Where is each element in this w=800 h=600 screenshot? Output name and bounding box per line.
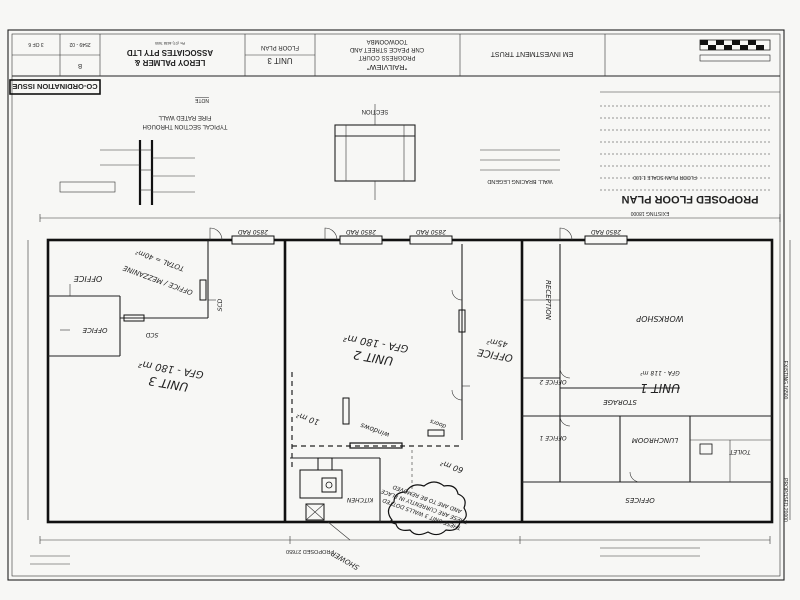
kitchen-label: KITCHEN bbox=[346, 496, 373, 503]
room-label-unit3-office-b: OFFICE bbox=[82, 326, 108, 334]
roller-door-label-2: 2850 RAD bbox=[346, 228, 376, 235]
section-detail bbox=[334, 104, 416, 200]
section-heading: SECTION bbox=[362, 108, 389, 114]
company-phone: Ph: (07) 4638 7655 bbox=[155, 41, 185, 45]
dim-existing-right: EXISTING 16500 bbox=[782, 361, 788, 400]
drawing-title: UNIT 3 bbox=[267, 56, 293, 65]
roller-door-label-1: 2850 RAD bbox=[238, 228, 268, 235]
unit2-office-area: 45m² bbox=[485, 336, 508, 349]
project-corner: CNR PEACE STREET AND bbox=[349, 46, 424, 52]
unit3-name: UNIT 3 bbox=[147, 373, 189, 394]
unit3-scd-a: SCD bbox=[145, 331, 158, 338]
note-box bbox=[59, 181, 116, 193]
company-name-line1: LEROY PALMER & bbox=[134, 58, 205, 67]
wall-bracing-legend bbox=[480, 149, 560, 171]
bottom-notes bbox=[30, 547, 700, 565]
dim-proposed-right: PROPOSED 20000 bbox=[782, 478, 788, 522]
roller-door-label-4: 2850 RAD bbox=[591, 228, 621, 235]
client-name: EM INVESTMENT TRUST bbox=[490, 50, 573, 57]
room-label-office-2: OFFICE 2 bbox=[539, 378, 566, 385]
room-label-reception: RECEPTION bbox=[544, 280, 552, 321]
coordination-stamp-box bbox=[9, 79, 101, 95]
sheet-border bbox=[7, 29, 785, 581]
typical-section-heading: TYPICAL SECTION THROUGH bbox=[142, 123, 227, 129]
floor-plan-scale: FLOOR PLAN SCALE 1:100 bbox=[633, 174, 697, 180]
dimension-lines bbox=[27, 214, 791, 544]
room-label-unit3-office-a: OFFICE bbox=[73, 274, 102, 283]
revision-cloud bbox=[387, 481, 467, 536]
roller-door-label-3: 2850 RAD bbox=[416, 228, 446, 235]
project-town: TOOWOOMBA bbox=[367, 38, 408, 44]
shower-leader bbox=[327, 521, 351, 541]
proposed-floor-plan-heading: PROPOSED FLOOR PLAN bbox=[621, 193, 758, 205]
revision-letter: B bbox=[78, 62, 82, 68]
note-heading: NOTE bbox=[194, 97, 209, 103]
coordination-issue-stamp: CO-ORDINATION ISSUE bbox=[12, 82, 97, 91]
drawing-subtitle: FLOOR PLAN bbox=[261, 44, 299, 50]
unit1-name: UNIT 1 bbox=[640, 381, 680, 395]
roller-doors bbox=[231, 235, 628, 245]
company-name-line2: ASSOCIATES PTY LTD bbox=[127, 48, 213, 57]
sheet-number: 3 OF 6 bbox=[28, 41, 44, 47]
inner-border bbox=[11, 33, 781, 577]
dim-proposed: PROPOSED 27650 bbox=[286, 548, 334, 554]
room-label-workshop: WORKSHOP bbox=[636, 314, 683, 323]
typical-section-detail bbox=[100, 140, 195, 205]
room-label-offices: OFFICES bbox=[625, 496, 655, 504]
title-block: LEROY PALMER & ASSOCIATES PTY LTD Ph: (0… bbox=[12, 34, 780, 77]
project-street: PROGRESS COURT bbox=[358, 54, 415, 60]
unit1-partitions bbox=[522, 244, 772, 483]
project-name: "RAILVIEW" bbox=[366, 63, 407, 72]
general-notes-list bbox=[600, 91, 780, 191]
room-label-lunchroom: LUNCHROOM bbox=[632, 436, 678, 444]
room-label-storage: STORAGE bbox=[603, 398, 637, 406]
dim-existing: EXISTING 18000 bbox=[630, 210, 669, 216]
unit3-scd-b: SCD bbox=[217, 298, 224, 311]
unit2-partitions bbox=[290, 244, 470, 522]
unit1-gfa: GFA - 118 m² bbox=[640, 369, 680, 376]
unit2-name: UNIT 2 bbox=[352, 347, 394, 368]
job-number: 2549 - 02 bbox=[69, 41, 90, 47]
personal-doors bbox=[209, 227, 573, 241]
firm-logo bbox=[699, 39, 771, 62]
fire-rated-wall-heading: FIRE RATED WALL bbox=[158, 114, 212, 120]
room-label-office-1: OFFICE 1 bbox=[539, 434, 566, 441]
room-label-toilet: TOILET bbox=[728, 448, 750, 455]
wall-bracing-legend-heading: WALL BRACING LEGEND bbox=[487, 178, 552, 184]
unit3-partitions bbox=[48, 240, 216, 357]
